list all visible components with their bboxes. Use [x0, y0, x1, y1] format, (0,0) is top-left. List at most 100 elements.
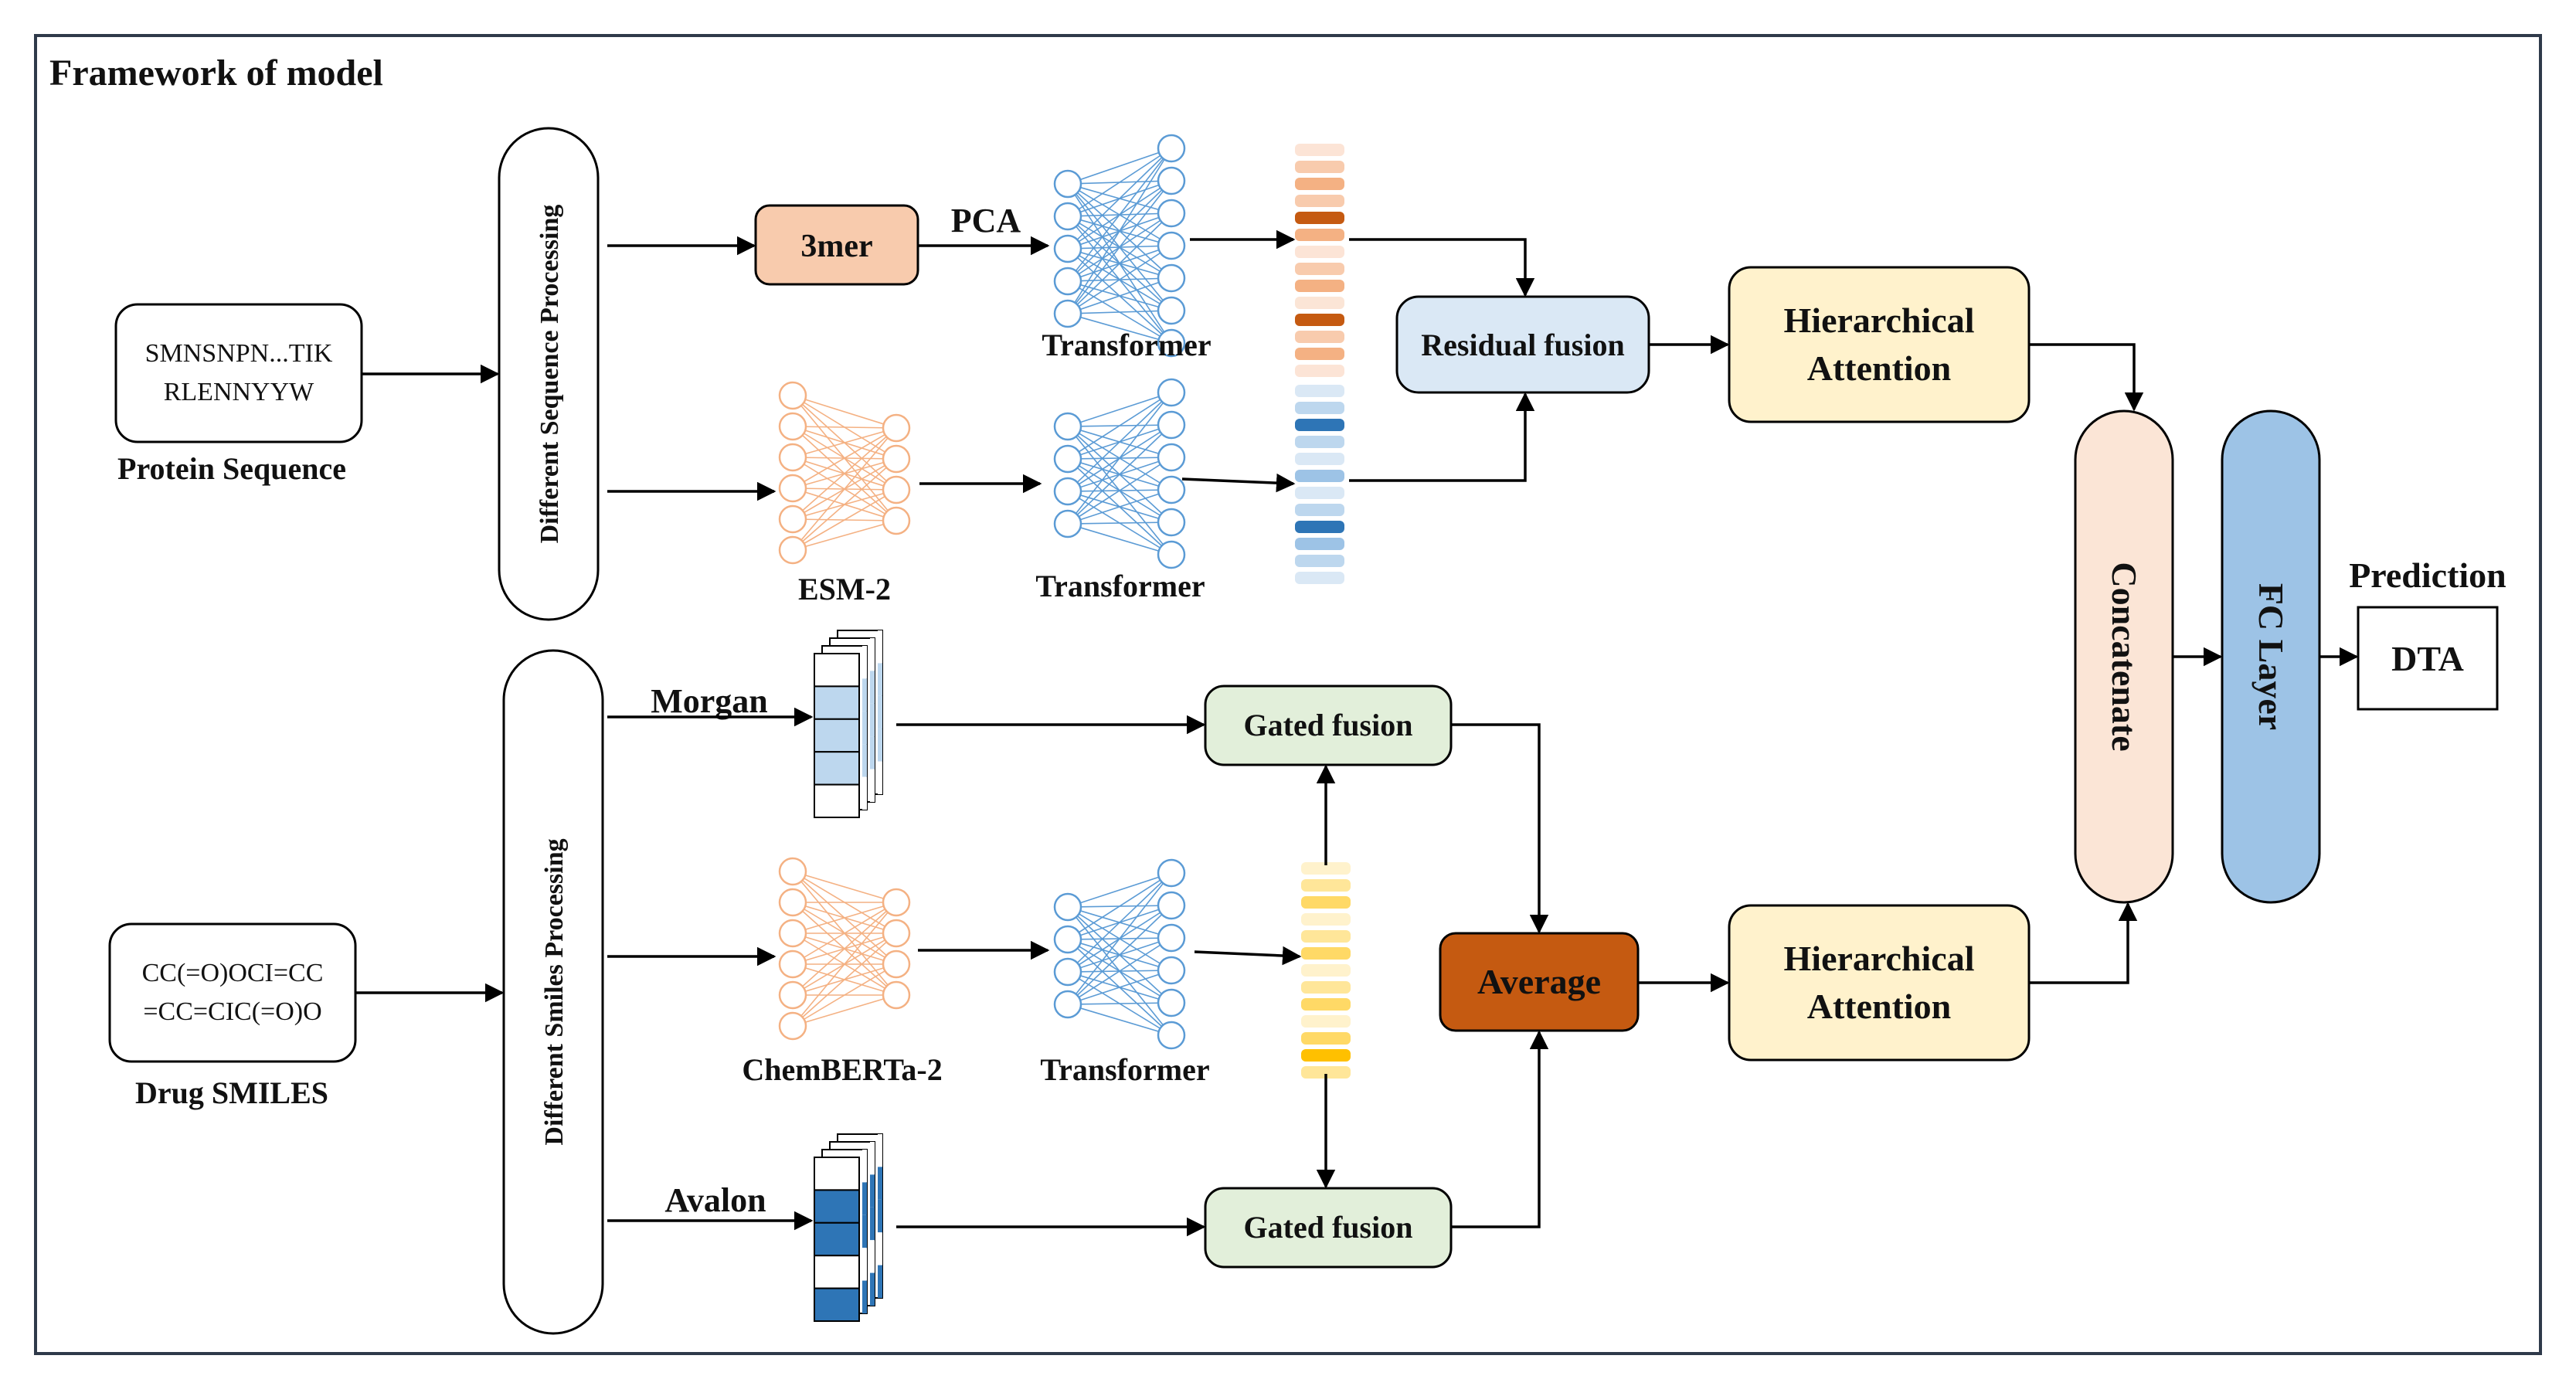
network-node [778, 412, 807, 441]
vector-cell [1295, 178, 1344, 190]
fingerprint-cell [814, 1255, 860, 1289]
smiles-processing-label: Different Smiles Processing [540, 838, 569, 1145]
fingerprint-edge [862, 1248, 867, 1281]
vector-cell [1301, 930, 1351, 943]
gated-fusion-top-box: Gated fusion [1204, 685, 1453, 766]
fingerprint-edge [862, 744, 867, 777]
network-edge [1067, 180, 1172, 314]
network-node [778, 443, 807, 472]
transformer-top-label: Transformer [1042, 328, 1211, 362]
drug-smiles-line1: CC(=O)OCI=CC [142, 959, 324, 987]
network-edge [1067, 148, 1172, 185]
network-node [778, 1011, 807, 1041]
network-node [1157, 134, 1186, 163]
fingerprint-cell [814, 751, 860, 786]
fingerprint-edge [878, 729, 882, 762]
network-edge [1067, 970, 1172, 1005]
vector-cell [1295, 504, 1344, 516]
fingerprint-cell [814, 718, 860, 753]
network-edge [792, 902, 897, 1027]
fingerprint-cell [814, 1157, 860, 1191]
network-node [1157, 475, 1186, 504]
network-edge [1067, 937, 1172, 1005]
vector-cell [1301, 998, 1351, 1011]
vector-cell [1301, 964, 1351, 977]
transformer-bottom-label: Transformer [1035, 569, 1205, 603]
vector-cell [1295, 314, 1344, 326]
network-node [1053, 234, 1082, 263]
attention-protein-line1: Hierarchical [1784, 301, 1975, 340]
network-edge [1067, 872, 1172, 973]
network-node [1053, 169, 1082, 199]
transformer-network-bottom [1053, 378, 1186, 569]
fingerprint-cell [814, 1287, 860, 1322]
network-node [1157, 540, 1186, 569]
esm2-network [778, 381, 911, 565]
protein-input: SMNSNPN...TIK RLENNYYW [114, 303, 363, 443]
network-edge [1067, 148, 1172, 250]
network-edge [1067, 872, 1172, 940]
network-node [1157, 263, 1186, 293]
vector-cell [1295, 419, 1344, 431]
network-node [1157, 296, 1186, 325]
network-edge [792, 902, 897, 965]
network-edge [1067, 392, 1172, 427]
network-edge [1067, 245, 1172, 314]
network-edge [792, 489, 897, 551]
network-node [778, 504, 807, 534]
network-node [882, 506, 911, 535]
chemberta-network [778, 857, 911, 1041]
vector-cell [1295, 229, 1344, 241]
network-node [1157, 988, 1186, 1017]
network-node [1157, 378, 1186, 407]
hierarchical-attention-protein: Hierarchical Attention [1728, 266, 2031, 423]
gated-fusion-top-label: Gated fusion [1244, 708, 1413, 742]
network-node [778, 381, 807, 410]
fingerprint-edge [878, 1265, 882, 1298]
vector-cell [1301, 913, 1351, 926]
network-node [778, 980, 807, 1010]
dta-output-box: DTA [2357, 606, 2499, 711]
network-node [1053, 412, 1082, 441]
vector-cell [1301, 862, 1351, 875]
fingerprint-edge [870, 1272, 875, 1306]
fingerprint-edge [870, 671, 875, 704]
kmer-box: 3mer [754, 204, 919, 286]
fingerprint-cell [814, 1221, 860, 1257]
average-box: Average [1439, 932, 1640, 1032]
fc-layer-label: FC Layer [2251, 583, 2291, 730]
fingerprint-edge [878, 630, 882, 664]
embedding-vector-yellow [1301, 862, 1351, 1079]
fingerprint-edge [878, 1134, 882, 1167]
network-node [1053, 477, 1082, 506]
fingerprint-edge [862, 1214, 867, 1248]
vector-cell [1295, 348, 1344, 360]
network-edge [1067, 392, 1172, 492]
fingerprint-edge [862, 1150, 867, 1183]
network-node [778, 949, 807, 979]
vector-cell [1295, 161, 1344, 173]
vector-cell [1295, 280, 1344, 292]
concatenate-label: Concatenate [2105, 562, 2144, 751]
network-node [882, 413, 911, 443]
vector-cell [1301, 1032, 1351, 1045]
network-edge [1067, 392, 1172, 525]
vector-cell [1301, 879, 1351, 892]
vector-cell [1295, 385, 1344, 397]
prediction-label: Prediction [2349, 555, 2506, 595]
network-node [778, 919, 807, 948]
vector-cell [1295, 144, 1344, 156]
network-node [882, 444, 911, 474]
network-edge [1067, 212, 1172, 314]
embedding-vector-orange [1295, 144, 1344, 377]
network-node [1053, 990, 1082, 1019]
network-edge [1067, 392, 1172, 460]
hierarchical-attention-drug: Hierarchical Attention [1728, 904, 2031, 1062]
vector-cell [1295, 263, 1344, 275]
morgan-label: Morgan [651, 682, 768, 720]
fingerprint-edge [870, 736, 875, 769]
vector-cell [1295, 212, 1344, 224]
esm2-label: ESM-2 [798, 572, 891, 606]
network-edge [1067, 148, 1172, 217]
